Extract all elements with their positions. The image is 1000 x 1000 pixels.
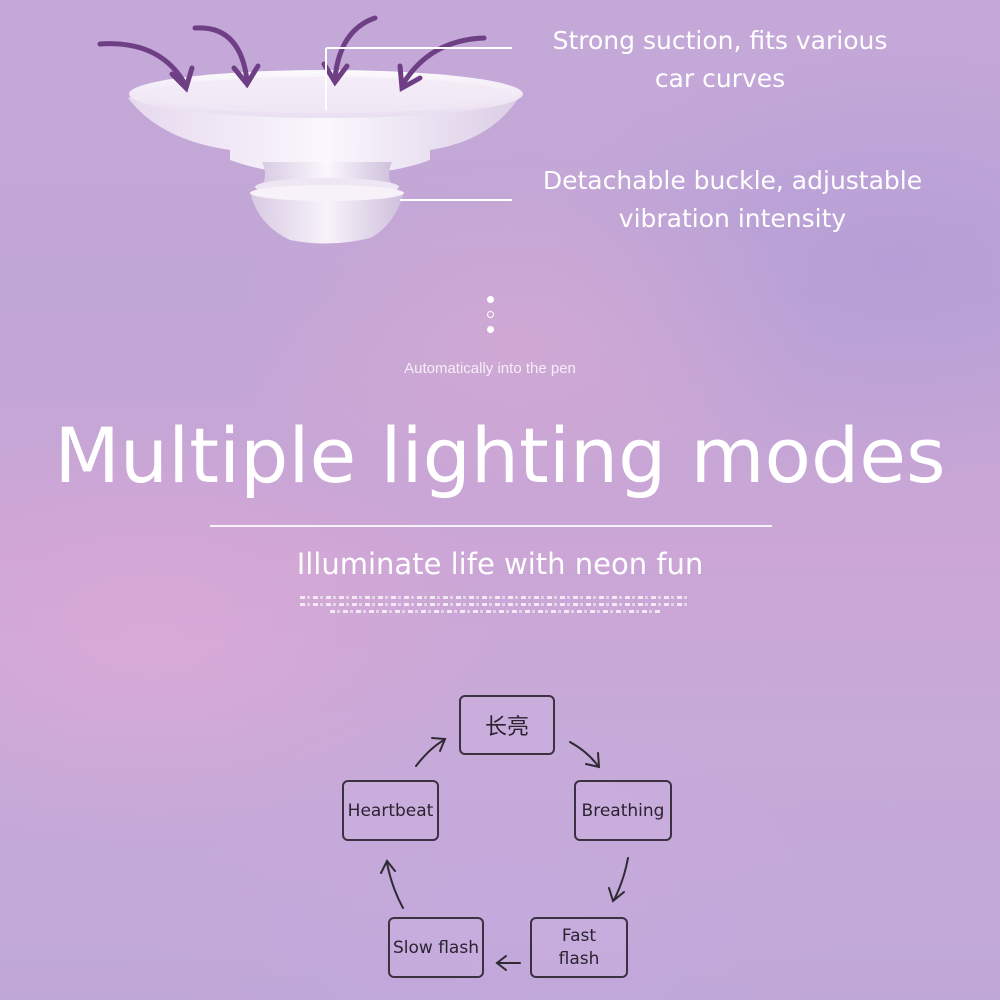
cycle-arrows bbox=[380, 737, 629, 971]
mode-heartbeat: Heartbeat bbox=[342, 780, 439, 841]
suction-cup-illustration bbox=[97, 15, 523, 244]
dot-icon bbox=[487, 296, 494, 303]
page-title: Multiple lighting modes bbox=[54, 411, 946, 500]
dot-icon bbox=[487, 326, 494, 333]
dots-divider bbox=[484, 296, 498, 340]
cycle-arrow-icon bbox=[608, 857, 629, 903]
cycle-arrow-icon bbox=[569, 741, 601, 769]
lighting-mode-cycle: 长亮 Breathing Fast flash Slow flash Heart… bbox=[0, 680, 1000, 1000]
suction-annotation-line-2: car curves bbox=[654, 64, 786, 93]
title-divider bbox=[210, 525, 772, 527]
decorative-fineprint bbox=[300, 592, 690, 618]
suction-annotation-line-1: Strong suction, fits various bbox=[552, 26, 888, 55]
cycle-arrow-icon bbox=[380, 859, 404, 909]
suction-arrows bbox=[97, 15, 487, 93]
mode-fast-flash: Fast flash bbox=[530, 917, 628, 978]
suction-cup-icon bbox=[128, 70, 523, 244]
ring-icon bbox=[487, 311, 494, 318]
buckle-annotation: Detachable buckle, adjustable vibration … bbox=[505, 162, 960, 238]
subtitle: Illuminate life with neon fun bbox=[296, 547, 704, 581]
caption: Automatically into the pen bbox=[404, 360, 576, 377]
mode-breathing: Breathing bbox=[574, 780, 672, 841]
cycle-arrow-icon bbox=[415, 737, 447, 767]
buckle-annotation-line-1: Detachable buckle, adjustable bbox=[542, 166, 923, 195]
fineprint-line bbox=[300, 596, 690, 599]
mode-steady-on: 长亮 bbox=[459, 695, 555, 755]
mode-slow-flash: Slow flash bbox=[388, 917, 484, 978]
fineprint-line bbox=[300, 603, 690, 606]
buckle-annotation-line-2: vibration intensity bbox=[618, 204, 847, 233]
cycle-arrow-icon bbox=[495, 955, 521, 971]
fineprint-line bbox=[330, 610, 660, 613]
suction-annotation: Strong suction, fits various car curves bbox=[505, 22, 935, 98]
